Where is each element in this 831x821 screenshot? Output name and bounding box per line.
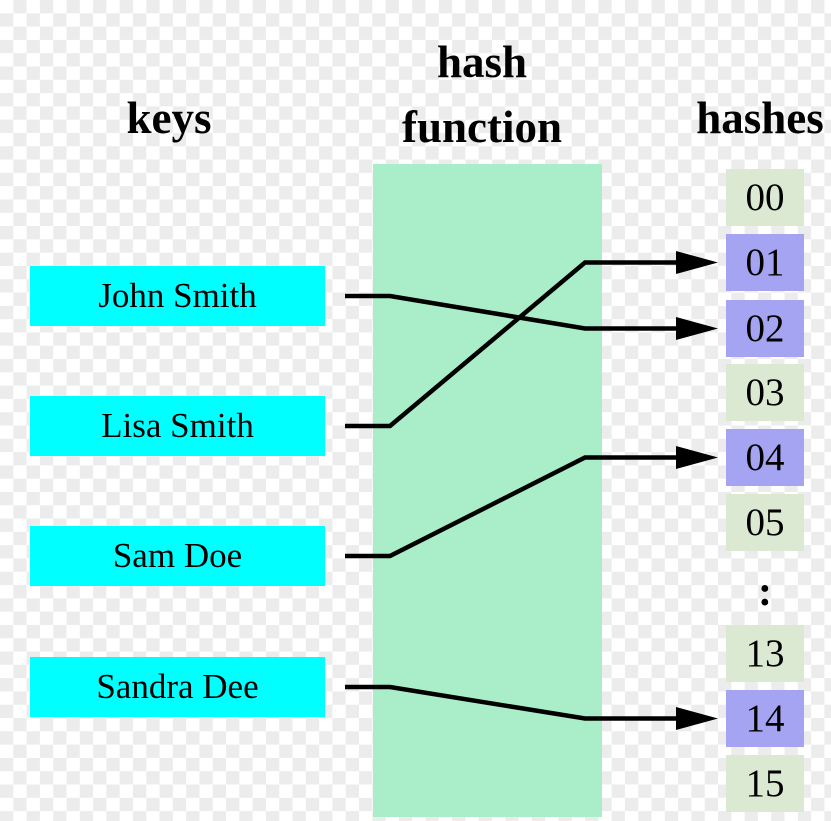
key-label: Lisa Smith [101,406,254,445]
hash-slot: 13 [726,625,804,682]
hash-slot: 00 [726,169,804,226]
hash-slot: 04 [726,429,804,486]
slot-label: 14 [745,697,785,740]
slot-label: 02 [745,307,785,350]
slot-label: 03 [745,371,785,414]
arrowhead-icon [676,707,718,730]
arrowhead-icon [676,251,718,274]
slot-label: 01 [745,241,785,284]
slot-label: 00 [745,176,785,219]
hash-slot: 15 [726,755,804,812]
hash-slot: 01 [726,234,804,291]
hashes-title: hashes [696,93,824,143]
hash-function-title-line2: function [401,102,563,152]
hash-slot: 05 [726,494,804,551]
slot-label: 05 [745,501,785,544]
hash-slot: 02 [726,300,804,357]
slot-label: 15 [745,762,785,805]
hash-function-title: hash function [402,30,562,160]
key-box: Lisa Smith [30,396,325,456]
slots-ellipsis: : [726,563,804,620]
arrowhead-icon [676,446,718,469]
hash-slot: 14 [726,690,804,747]
hash-function-box [373,164,602,817]
slot-label: 04 [745,436,785,479]
slot-label: : [758,568,772,615]
key-box: John Smith [30,266,325,326]
hash-slot: 03 [726,364,804,421]
keys-title: keys [126,93,212,143]
key-label: John Smith [98,276,257,315]
slot-label: 13 [745,632,785,675]
arrowhead-icon [676,317,718,340]
key-label: Sam Doe [112,536,243,575]
key-box: Sam Doe [30,526,325,586]
hash-function-title-line1: hash [436,37,528,87]
key-box: Sandra Dee [30,657,325,717]
key-label: Sandra Dee [96,667,259,706]
